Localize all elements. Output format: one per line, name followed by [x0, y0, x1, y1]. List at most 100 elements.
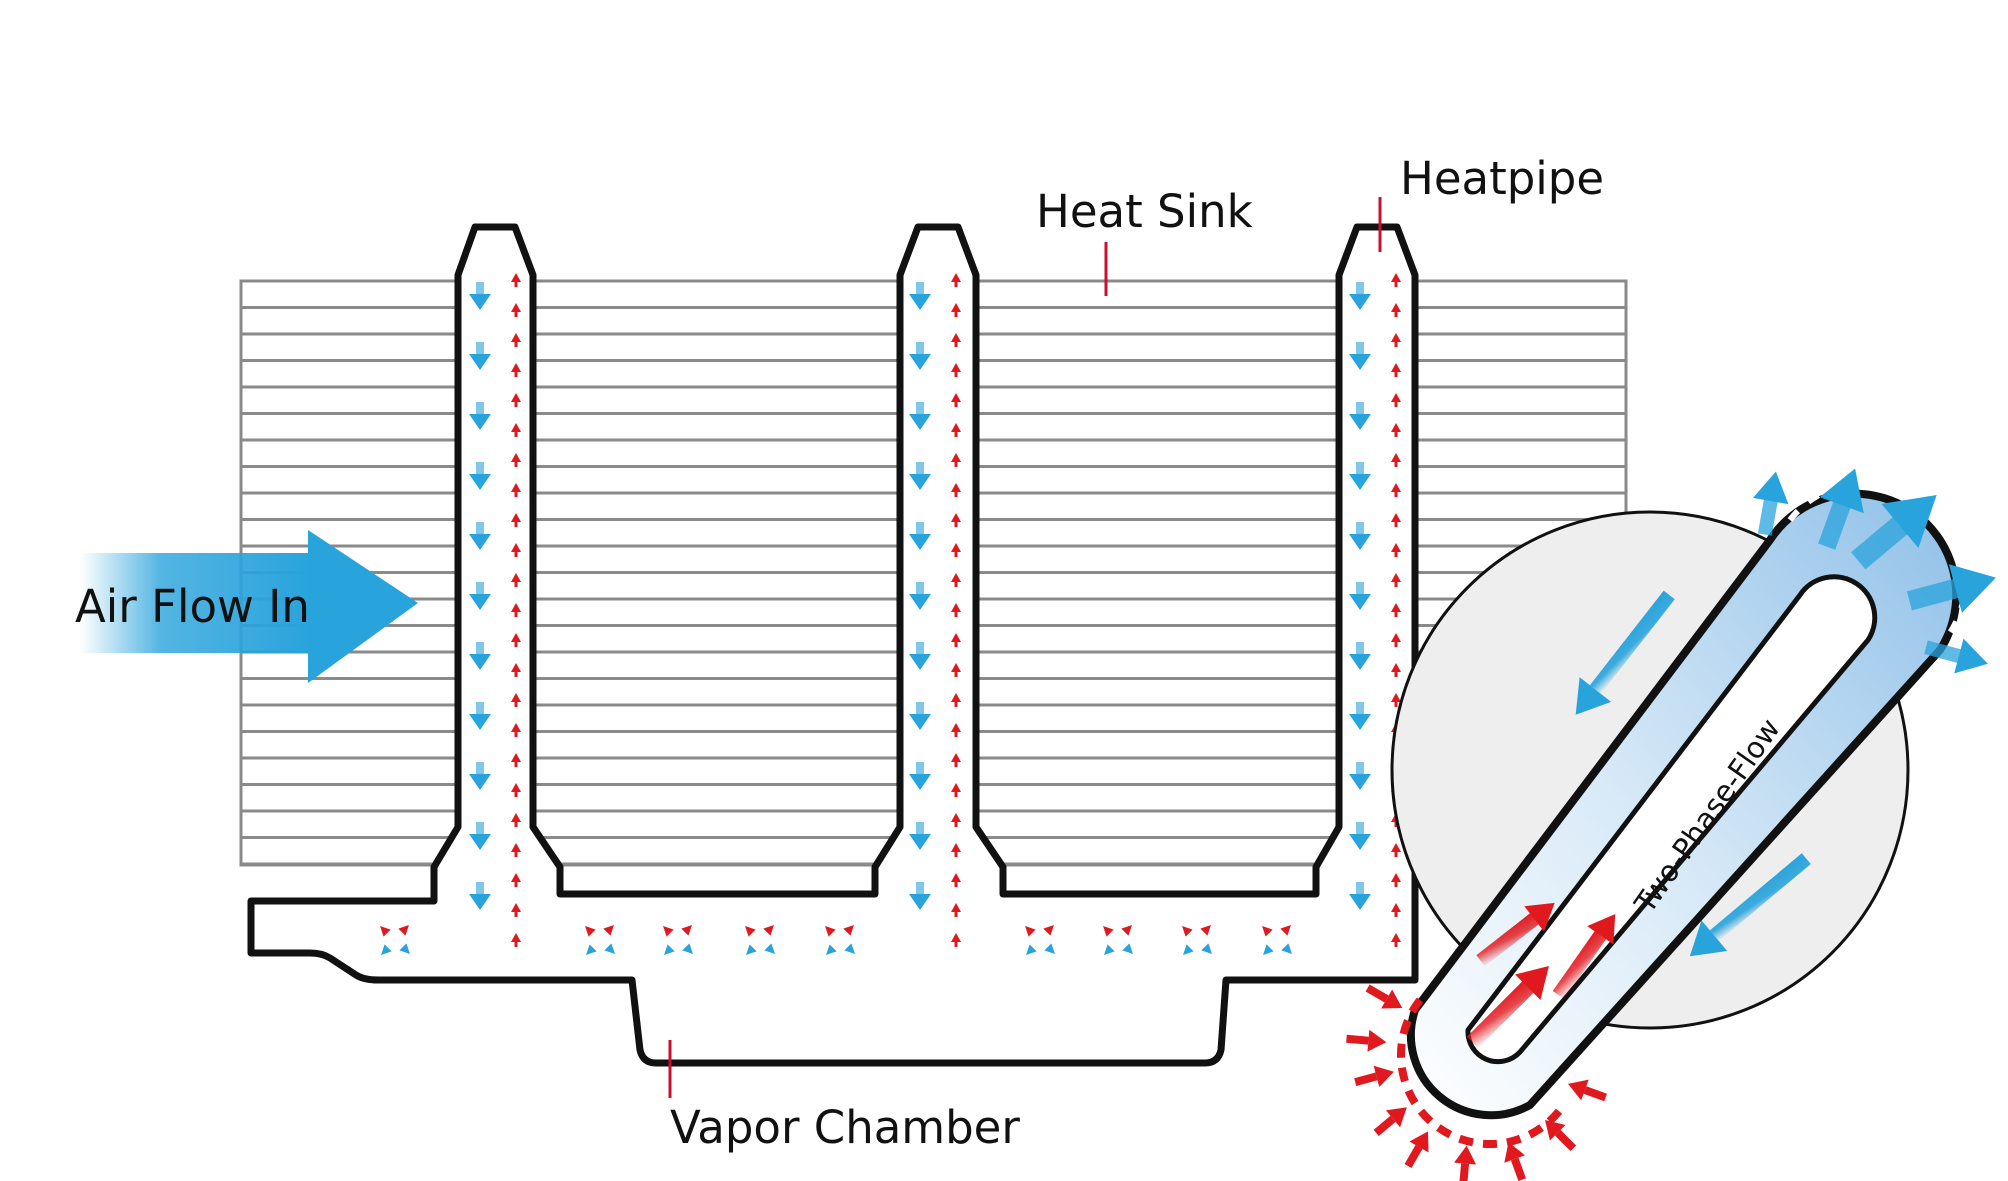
vapor-arrows	[1466, 902, 1616, 1049]
blue-down-arrow-icon	[1349, 882, 1371, 910]
red-up-arrow-icon	[951, 363, 961, 377]
red-up-arrow-icon	[1391, 573, 1401, 587]
red-up-arrow-icon	[1391, 663, 1401, 677]
blue-down-arrow-icon	[909, 282, 931, 310]
red-up-arrow-icon	[511, 933, 521, 947]
heatpipe-assembly-body	[247, 223, 1419, 1067]
red-up-arrow-icon	[1391, 273, 1401, 287]
blue-down-arrow-icon	[1349, 642, 1371, 670]
red-up-arrow-icon	[951, 633, 961, 647]
heat-out-arrow	[1818, 468, 1864, 550]
red-up-arrow-icon	[511, 543, 521, 557]
red-up-arrow-icon	[511, 453, 521, 467]
red-up-arrow-icon	[511, 843, 521, 857]
blue-down-arrow-icon	[469, 522, 491, 550]
red-up-arrow-icon	[511, 873, 521, 887]
red-up-arrow-icon	[1391, 843, 1401, 857]
red-up-arrow-icon	[1391, 513, 1401, 527]
blue-down-arrow-icon	[469, 462, 491, 490]
red-up-arrow-icon	[1391, 693, 1401, 707]
flow-arrows	[380, 273, 1401, 955]
red-up-arrow-icon	[511, 573, 521, 587]
red-up-arrow-icon	[511, 603, 521, 617]
red-up-arrow-icon	[511, 753, 521, 767]
two-phase-loop-inner	[1465, 574, 1878, 1065]
red-up-arrow-icon	[951, 783, 961, 797]
red-up-arrow-icon	[951, 933, 961, 947]
red-up-arrow-icon	[1391, 873, 1401, 887]
red-up-arrow-icon	[511, 723, 521, 737]
blue-down-arrow-icon	[1349, 282, 1371, 310]
heat-out-arrow	[1906, 564, 1996, 613]
blue-down-arrow-icon	[469, 882, 491, 910]
red-up-arrow-icon	[951, 813, 961, 827]
red-up-arrow-icon	[511, 273, 521, 287]
vapor-arrow-3	[1552, 913, 1616, 1000]
red-up-arrow-icon	[511, 393, 521, 407]
red-blue-cycle-icon	[825, 925, 855, 955]
condensate-arrow-right	[1689, 853, 1811, 957]
red-up-arrow-icon	[1391, 603, 1401, 617]
red-up-arrow-icon	[1391, 363, 1401, 377]
red-up-arrow-icon	[951, 873, 961, 887]
red-up-arrow-icon	[511, 633, 521, 647]
blue-down-arrow-icon	[469, 642, 491, 670]
heat-in-arrow	[1454, 1145, 1477, 1181]
air-flow-arrow-shaft	[80, 553, 310, 653]
air-flow-arrow	[80, 530, 418, 683]
blue-down-arrow-icon	[1349, 702, 1371, 730]
red-blue-cycle-icon	[585, 925, 615, 955]
heatpipe-label: Heatpipe	[1400, 152, 1604, 205]
blue-down-arrow-icon	[469, 282, 491, 310]
red-up-arrow-icon	[951, 303, 961, 317]
air-flow-arrow-head	[308, 530, 418, 683]
heat-in-arrow	[1568, 1079, 1607, 1102]
vapor-arrow-1	[1466, 966, 1549, 1049]
red-up-arrow-icon	[951, 513, 961, 527]
red-up-arrow-icon	[511, 303, 521, 317]
red-up-arrow-icon	[511, 513, 521, 527]
blue-down-arrow-icon	[909, 762, 931, 790]
heat-in-arrow	[1346, 1029, 1387, 1052]
red-up-arrow-icon	[951, 393, 961, 407]
heat-out-arrow	[1851, 495, 1937, 570]
blue-down-arrow-icon	[1349, 822, 1371, 850]
red-up-arrow-icon	[951, 723, 961, 737]
red-up-arrow-icon	[951, 843, 961, 857]
blue-down-arrow-icon	[909, 642, 931, 670]
red-up-arrow-icon	[951, 333, 961, 347]
blue-down-arrow-icon	[469, 762, 491, 790]
blue-down-arrow-icon	[1349, 762, 1371, 790]
blue-down-arrow-icon	[909, 702, 931, 730]
red-up-arrow-icon	[951, 573, 961, 587]
red-up-arrow-icon	[951, 603, 961, 617]
red-up-arrow-icon	[511, 483, 521, 497]
air-flow-in-label: Air Flow In	[75, 580, 310, 633]
heat-in-arrows	[1346, 984, 1607, 1181]
blue-down-arrow-icon	[1349, 342, 1371, 370]
red-up-arrow-icon	[951, 663, 961, 677]
blue-down-arrow-icon	[469, 822, 491, 850]
condensate-arrow-left	[1575, 590, 1675, 715]
red-up-arrow-icon	[1391, 303, 1401, 317]
blue-down-arrow-icon	[909, 822, 931, 850]
red-up-arrow-icon	[951, 753, 961, 767]
heat-sink-label: Heat Sink	[1036, 185, 1253, 238]
blue-down-arrow-icon	[1349, 582, 1371, 610]
blue-down-arrow-icon	[469, 402, 491, 430]
heat-in-arrow	[1404, 1131, 1429, 1169]
red-up-arrow-icon	[951, 543, 961, 557]
vapor-arrow-2	[1476, 902, 1555, 967]
red-up-arrow-icon	[951, 453, 961, 467]
red-up-arrow-icon	[1391, 543, 1401, 557]
heat-out-arrow	[1752, 471, 1789, 536]
blue-down-arrow-icon	[909, 882, 931, 910]
red-up-arrow-icon	[511, 813, 521, 827]
red-up-arrow-icon	[511, 783, 521, 797]
condensate-return-arrows	[1575, 590, 1811, 957]
red-up-arrow-icon	[951, 693, 961, 707]
heat-in-arrow	[1365, 984, 1403, 1009]
red-up-arrow-icon	[511, 423, 521, 437]
blue-down-arrow-icon	[909, 582, 931, 610]
heat-out-arrow	[1924, 638, 1988, 674]
